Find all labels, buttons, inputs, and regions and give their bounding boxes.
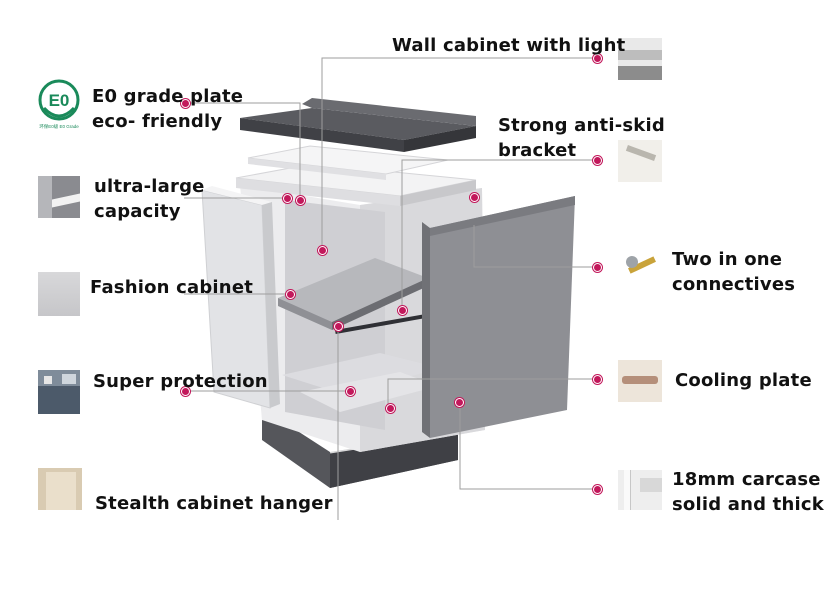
label-anti-skid: Strong anti-skid bracket xyxy=(498,113,665,163)
super-protection-thumbnail-icon xyxy=(38,370,80,414)
label-super-protection: Super protection xyxy=(93,371,268,392)
label-antiskid-line1: Strong anti-skid xyxy=(498,115,665,136)
wall-cabinet-thumbnail-icon xyxy=(618,38,662,80)
bottom-panel xyxy=(282,353,440,395)
marker-dot xyxy=(334,322,343,331)
svg-text:环保E0级 E0 Grade: 环保E0级 E0 Grade xyxy=(39,123,79,130)
label-cooling-plate: Cooling plate xyxy=(675,370,812,391)
carcase-thumbnail-icon xyxy=(618,470,662,510)
label-e0-line2: eco- friendly xyxy=(92,111,223,132)
marker-dot xyxy=(593,263,602,272)
marker-dot xyxy=(455,398,464,407)
label-e0-grade: E0 grade plate eco- friendly xyxy=(92,84,243,134)
cooling-plate-thumbnail-icon xyxy=(618,360,662,402)
label-carcase-line1: 18mm carcase xyxy=(672,469,821,490)
marker-dot xyxy=(470,193,479,202)
label-capacity: ultra-large capacity xyxy=(94,174,205,224)
label-fashion-cabinet: Fashion cabinet xyxy=(90,277,254,298)
marker-dot xyxy=(318,246,327,255)
countertop xyxy=(240,108,476,140)
connectives-thumbnail-icon xyxy=(618,244,662,284)
hanger-thumbnail-icon xyxy=(38,468,82,510)
svg-text:E0: E0 xyxy=(49,91,70,110)
marker-dot xyxy=(283,194,292,203)
label-wall-cabinet: Wall cabinet with light xyxy=(392,35,626,56)
middle-shelf xyxy=(278,258,428,322)
label-capacity-line2: capacity xyxy=(94,201,181,222)
marker-dot xyxy=(593,156,602,165)
marker-dot xyxy=(286,290,295,299)
leader-lines xyxy=(184,57,598,520)
marker-dot xyxy=(398,306,407,315)
marker-dot xyxy=(593,54,602,63)
marker-dot xyxy=(346,387,355,396)
label-carcase-line2: solid and thick xyxy=(672,494,824,515)
label-carcase: 18mm carcase solid and thick xyxy=(672,467,824,517)
marker-dot xyxy=(386,404,395,413)
marker-dot xyxy=(296,196,305,205)
marker-dot xyxy=(593,485,602,494)
right-door xyxy=(430,196,575,438)
marker-dot xyxy=(181,387,190,396)
label-stealth-hanger: Stealth cabinet hanger xyxy=(95,493,333,514)
e0-logo-icon: E0 环保E0级 E0 Grade xyxy=(36,78,82,134)
bracket-thumbnail-icon xyxy=(618,140,662,182)
label-connectives: Two in one connectives xyxy=(672,247,795,297)
marker-dot xyxy=(181,99,190,108)
label-antiskid-line2: bracket xyxy=(498,140,577,161)
label-connectives-line2: connectives xyxy=(672,274,796,295)
marker-dot xyxy=(593,375,602,384)
capacity-thumbnail-icon xyxy=(38,176,80,218)
label-connectives-line1: Two in one xyxy=(672,249,783,270)
label-capacity-line1: ultra-large xyxy=(94,176,205,197)
label-e0-line1: E0 grade plate xyxy=(92,86,244,107)
fashion-cabinet-thumbnail-icon xyxy=(38,272,80,316)
